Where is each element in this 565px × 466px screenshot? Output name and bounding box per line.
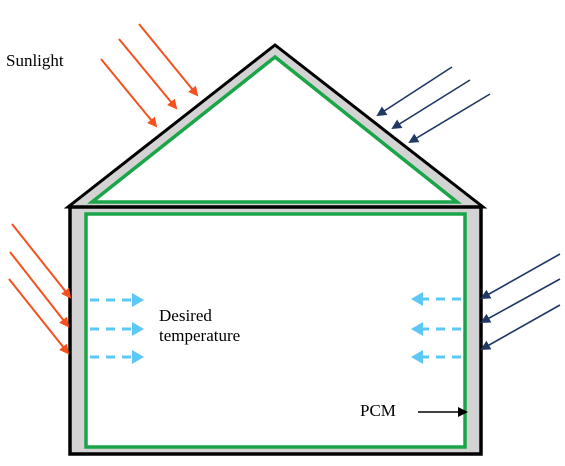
desired-temperature-label: Desired temperature <box>159 306 240 345</box>
cold-arrow <box>376 66 453 117</box>
desired-temperature-line-2: temperature <box>159 325 241 345</box>
cold-arrow <box>391 79 471 130</box>
cold-arrows-wall <box>480 253 561 350</box>
sunlight-arrow <box>8 278 70 355</box>
roof-pcm-layer <box>86 54 463 204</box>
internal-arrows-left <box>90 293 144 364</box>
cold-arrow <box>480 278 561 323</box>
pcm-layer <box>84 212 467 449</box>
sunlight-arrow <box>9 251 70 328</box>
sunlight-arrows-wall <box>8 223 72 355</box>
pcm-label: PCM <box>360 401 396 420</box>
sunlight-arrow <box>11 223 72 299</box>
sunlight-arrow <box>138 23 199 97</box>
house-body <box>68 205 483 456</box>
cold-arrow <box>408 93 491 144</box>
cold-arrow <box>480 253 561 299</box>
roof-wall-inner <box>94 59 455 201</box>
sunlight-arrow <box>118 38 178 110</box>
roof <box>63 43 488 209</box>
desired-temperature-line-1: Desired <box>159 306 212 325</box>
cold-arrow <box>480 304 561 350</box>
sunlight-label: Sunlight <box>6 51 64 70</box>
sunlight-arrows-roof <box>100 23 199 128</box>
cold-arrows-roof <box>376 66 491 144</box>
sunlight-arrow <box>100 58 158 128</box>
internal-arrows-right <box>411 292 461 364</box>
interior-space <box>86 214 465 447</box>
